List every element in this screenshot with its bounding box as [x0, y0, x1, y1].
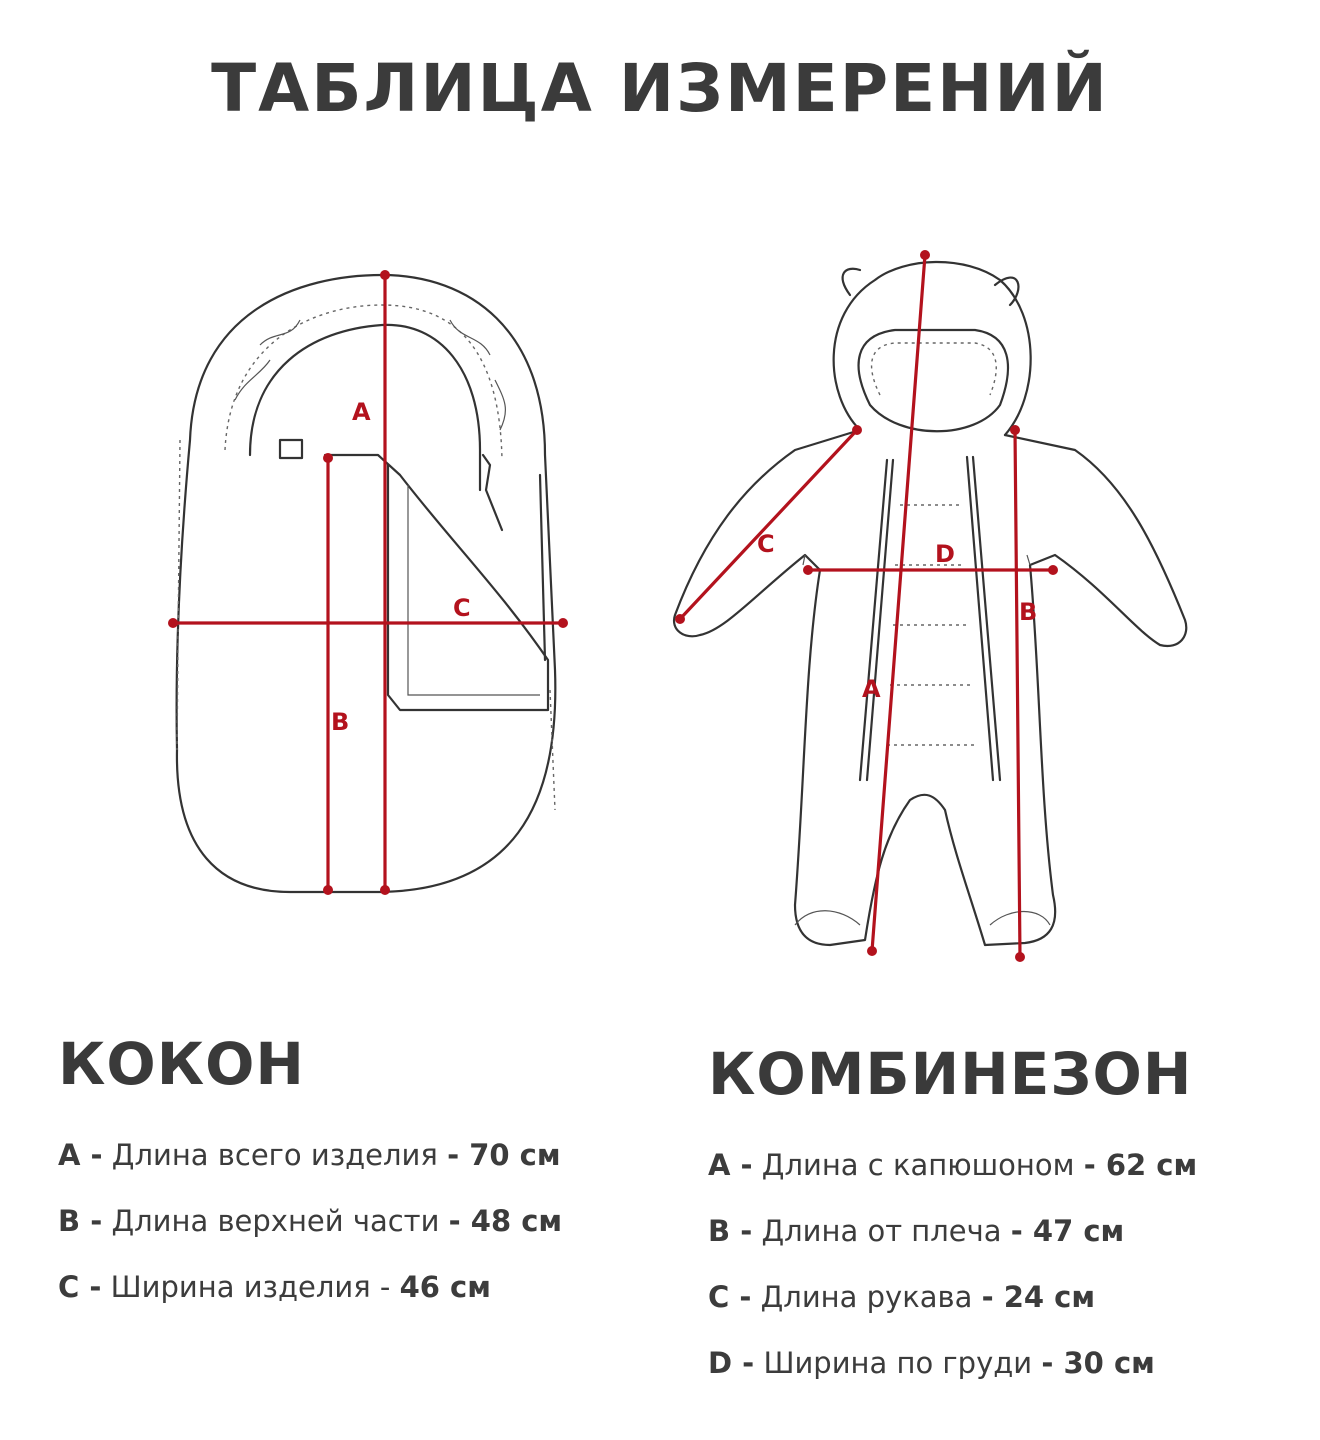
measurement-key: B -: [708, 1214, 753, 1248]
measurement-label: Ширина по груди: [763, 1346, 1033, 1380]
cocoon-hood-opening: [248, 323, 482, 492]
measurement-label: Длина всего изделия: [111, 1138, 438, 1172]
cocoon-flap: [323, 453, 550, 712]
jumpsuit-body: [672, 428, 1188, 947]
jumpsuit-measure-a: [870, 253, 927, 953]
jumpsuit-measure-b: [1013, 428, 1022, 959]
measurement-label: Длина рукава: [760, 1280, 973, 1314]
jumpsuit-label-b: B: [1019, 598, 1037, 626]
measurement-value: - 30 см: [1041, 1346, 1155, 1380]
measurement-label: Длина от плеча: [761, 1214, 1002, 1248]
measurement-value: - 24 см: [981, 1280, 1096, 1314]
jumpsuit-hood: [832, 260, 1032, 437]
measurement-row: D - Ширина по груди - 30 см: [708, 1330, 1308, 1396]
cocoon-section: КОКОН A - Длина всего изделия - 70 см B …: [58, 1030, 678, 1320]
cocoon-heading: КОКОН: [58, 1030, 305, 1098]
measurement-row: A - Длина с капюшоном - 62 см: [708, 1132, 1308, 1198]
measurement-key: C -: [708, 1280, 752, 1314]
page-title: ТАБЛИЦА ИЗМЕРЕНИЙ: [211, 50, 1109, 127]
cocoon-outline: [175, 273, 557, 894]
jumpsuit-ear-right: [993, 276, 1020, 307]
jumpsuit-measurements: A - Длина с капюшоном - 62 см B - Длина …: [708, 1132, 1308, 1396]
jumpsuit-label-d: D: [935, 540, 955, 568]
jumpsuit-ear-left: [841, 267, 862, 297]
cocoon-measurements: A - Длина всего изделия - 70 см B - Длин…: [58, 1122, 678, 1320]
measurement-key: D -: [708, 1346, 755, 1380]
cocoon-diagram: A B C: [150, 250, 590, 910]
measurement-label: Ширина изделия -: [110, 1270, 391, 1304]
measurement-key: A -: [58, 1138, 103, 1172]
measurement-value: - 70 см: [447, 1138, 561, 1172]
measurement-value: - 62 см: [1083, 1148, 1198, 1182]
measurement-key: B -: [58, 1204, 103, 1238]
jumpsuit-face-opening: [857, 328, 1010, 433]
jumpsuit-section: КОМБИНЕЗОН A - Длина с капюшоном - 62 см…: [708, 1040, 1308, 1396]
cocoon-label-b: B: [331, 708, 349, 736]
measurement-row: B - Длина верхней части - 48 см: [58, 1188, 678, 1254]
jumpsuit-label-a: A: [862, 675, 881, 703]
measurement-value: - 48 см: [448, 1204, 563, 1238]
jumpsuit-heading: КОМБИНЕЗОН: [708, 1040, 1193, 1108]
measurement-label: Длина с капюшоном: [761, 1148, 1075, 1182]
measurement-row: C - Длина рукава - 24 см: [708, 1264, 1308, 1330]
measurement-value: 46 см: [399, 1270, 491, 1304]
measurement-row: C - Ширина изделия - 46 см: [58, 1254, 678, 1320]
measurement-key: A -: [708, 1148, 753, 1182]
cocoon-drawing: A B C: [168, 270, 568, 895]
measurement-row: B - Длина от плеча - 47 см: [708, 1198, 1308, 1264]
jumpsuit-drawing: A B C D: [672, 250, 1188, 962]
jumpsuit-measure-c: [678, 428, 859, 621]
measurement-row: A - Длина всего изделия - 70 см: [58, 1122, 678, 1188]
cocoon-toggle-icon: [278, 438, 304, 460]
cocoon-label-c: C: [453, 594, 471, 622]
jumpsuit-diagram: A B C D: [655, 235, 1215, 975]
jumpsuit-label-c: C: [757, 530, 775, 558]
measurement-value: - 47 см: [1010, 1214, 1125, 1248]
measurement-label: Длина верхней части: [111, 1204, 440, 1238]
cocoon-label-a: A: [352, 398, 371, 426]
measurement-key: C -: [58, 1270, 102, 1304]
